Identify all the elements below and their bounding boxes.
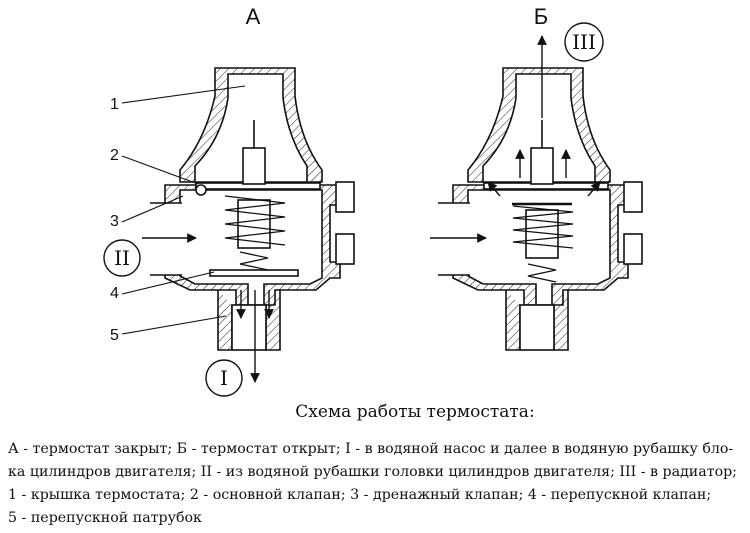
- flow-i-label: I: [220, 366, 228, 390]
- legend-line: 1 - крышка термостата; 2 - основной клап…: [8, 487, 712, 503]
- view-a-letter: А: [246, 4, 261, 29]
- callout-4-leader: [121, 271, 215, 295]
- view-a-thermostat: [150, 67, 355, 351]
- flow-iii-label: III: [572, 30, 596, 54]
- callout-4: 4: [110, 285, 119, 302]
- callout-1: 1: [110, 96, 119, 113]
- legend-line: ка цилиндров двигателя; II - из водяной …: [8, 464, 737, 480]
- callout-2-leader: [121, 155, 199, 185]
- callout-2: 2: [110, 147, 119, 164]
- caption-title: Схема работы термостата:: [295, 402, 535, 422]
- flow-iii-circle: [564, 22, 604, 62]
- callout-1-leader: [121, 85, 246, 104]
- view-b-letter: Б: [534, 4, 548, 29]
- legend-line: А - термостат закрыт; Б - термостат откр…: [8, 441, 734, 457]
- callout-3: 3: [110, 213, 119, 230]
- flow-i-circle: [205, 359, 243, 397]
- callout-5: 5: [110, 327, 119, 344]
- callout-3-leader: [121, 195, 184, 223]
- callout-5-leader: [121, 315, 227, 335]
- flow-ii-label: II: [114, 246, 130, 270]
- view-b-thermostat: [438, 67, 643, 351]
- flow-ii-circle: [103, 239, 141, 277]
- legend-line: 5 - перепускной патрубок: [8, 510, 202, 526]
- thermostat-diagram: А II I 1 2 3 4 5: [103, 4, 643, 397]
- caption-legend: А - термостат закрыт; Б - термостат откр…: [8, 438, 744, 530]
